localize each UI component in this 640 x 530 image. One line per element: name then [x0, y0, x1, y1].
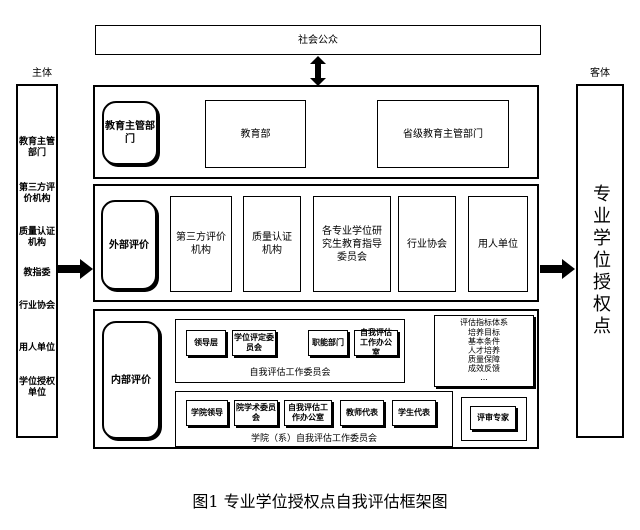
- index-item: ...: [480, 373, 488, 382]
- index-item: 质量保障: [468, 355, 500, 364]
- subject-item-degree-unit: 学位授权单位: [19, 377, 56, 398]
- society-box: 社会公众: [95, 25, 541, 55]
- subject-item-quality-cert: 质量认证机构: [19, 227, 56, 248]
- index-item: 基本条件: [468, 337, 500, 346]
- education-row-label: 教育主管部门: [102, 101, 158, 165]
- college-box-student-rep: 学生代表: [392, 400, 436, 426]
- object-panel: 专业学位授权点: [576, 84, 624, 438]
- arrow-right-icon: [540, 259, 575, 279]
- external-box-quality-cert: 质量认证机构: [243, 196, 301, 292]
- internal-row: 内部评价 领导层 学位评定委员会 职能部门 自我评估工作办公室 自我评估工作委员…: [93, 309, 539, 449]
- self-eval-committee: 领导层 学位评定委员会 职能部门 自我评估工作办公室 自我评估工作委员会: [175, 319, 405, 383]
- internal-row-label: 内部评价: [102, 321, 160, 439]
- index-item: 培养目标: [468, 328, 500, 337]
- subject-item-education-dept: 教育主管部门: [19, 137, 56, 158]
- object-title: 客体: [590, 67, 610, 79]
- external-box-industry-assoc: 行业协会: [398, 196, 456, 292]
- education-row: 教育主管部门 教育部 省级教育主管部门: [93, 85, 539, 179]
- external-box-third-party: 第三方评价机构: [170, 196, 232, 292]
- experts-frame: 评审专家: [461, 397, 527, 441]
- index-system-title: 评估指标体系: [460, 318, 508, 327]
- college-committee-caption: 学院（系）自我评估工作委员会: [250, 433, 377, 444]
- college-box-academic-committee: 院学术委员会: [234, 400, 278, 426]
- college-committee: 学院领导 院学术委员会 自我评估工作办公室 教师代表 学生代表 学院（系）自我评…: [175, 391, 453, 447]
- subject-item-industry-assoc: 行业协会: [19, 300, 56, 311]
- subject-item-third-party: 第三方评价机构: [19, 183, 56, 204]
- subject-title: 主体: [32, 67, 52, 79]
- college-box-teacher-rep: 教师代表: [340, 400, 384, 426]
- experts-box: 评审专家: [470, 406, 516, 430]
- index-system: 评估指标体系 培养目标 基本条件 人才培养 质量保障 成效反馈 ...: [434, 315, 534, 387]
- external-box-teaching-committee: 各专业学位研究生教育指导委员会: [313, 196, 391, 292]
- committee-box-degree-committee: 学位评定委员会: [232, 330, 276, 356]
- subject-panel: 教育主管部门 第三方评价机构 质量认证机构 教指委 行业协会 用人单位 学位授权…: [16, 84, 58, 438]
- index-item: 人才培养: [468, 346, 500, 355]
- committee-box-self-eval-office: 自我评估工作办公室: [354, 328, 398, 357]
- committee-box-leadership: 领导层: [186, 330, 226, 356]
- external-box-employer: 用人单位: [468, 196, 528, 292]
- committee-caption: 自我评估工作委员会: [249, 367, 331, 378]
- external-row-label: 外部评价: [101, 200, 157, 290]
- external-row: 外部评价 第三方评价机构 质量认证机构 各专业学位研究生教育指导委员会 行业协会…: [93, 184, 539, 302]
- double-arrow-icon: [310, 56, 326, 86]
- subject-item-teaching-committee: 教指委: [23, 267, 51, 278]
- college-box-self-eval-office: 自我评估工作办公室: [284, 400, 332, 426]
- education-box-provincial: 省级教育主管部门: [377, 100, 509, 168]
- arrow-right-icon: [58, 259, 93, 279]
- figure-caption: 图1 专业学位授权点自我评估框架图: [192, 492, 448, 511]
- college-box-leadership: 学院领导: [186, 400, 228, 426]
- subject-item-employer: 用人单位: [19, 342, 56, 353]
- education-box-moe: 教育部: [205, 100, 306, 168]
- object-text: 专业学位授权点: [590, 184, 611, 338]
- committee-box-functional-dept: 职能部门: [308, 330, 348, 356]
- index-item: 成效反馈: [468, 364, 500, 373]
